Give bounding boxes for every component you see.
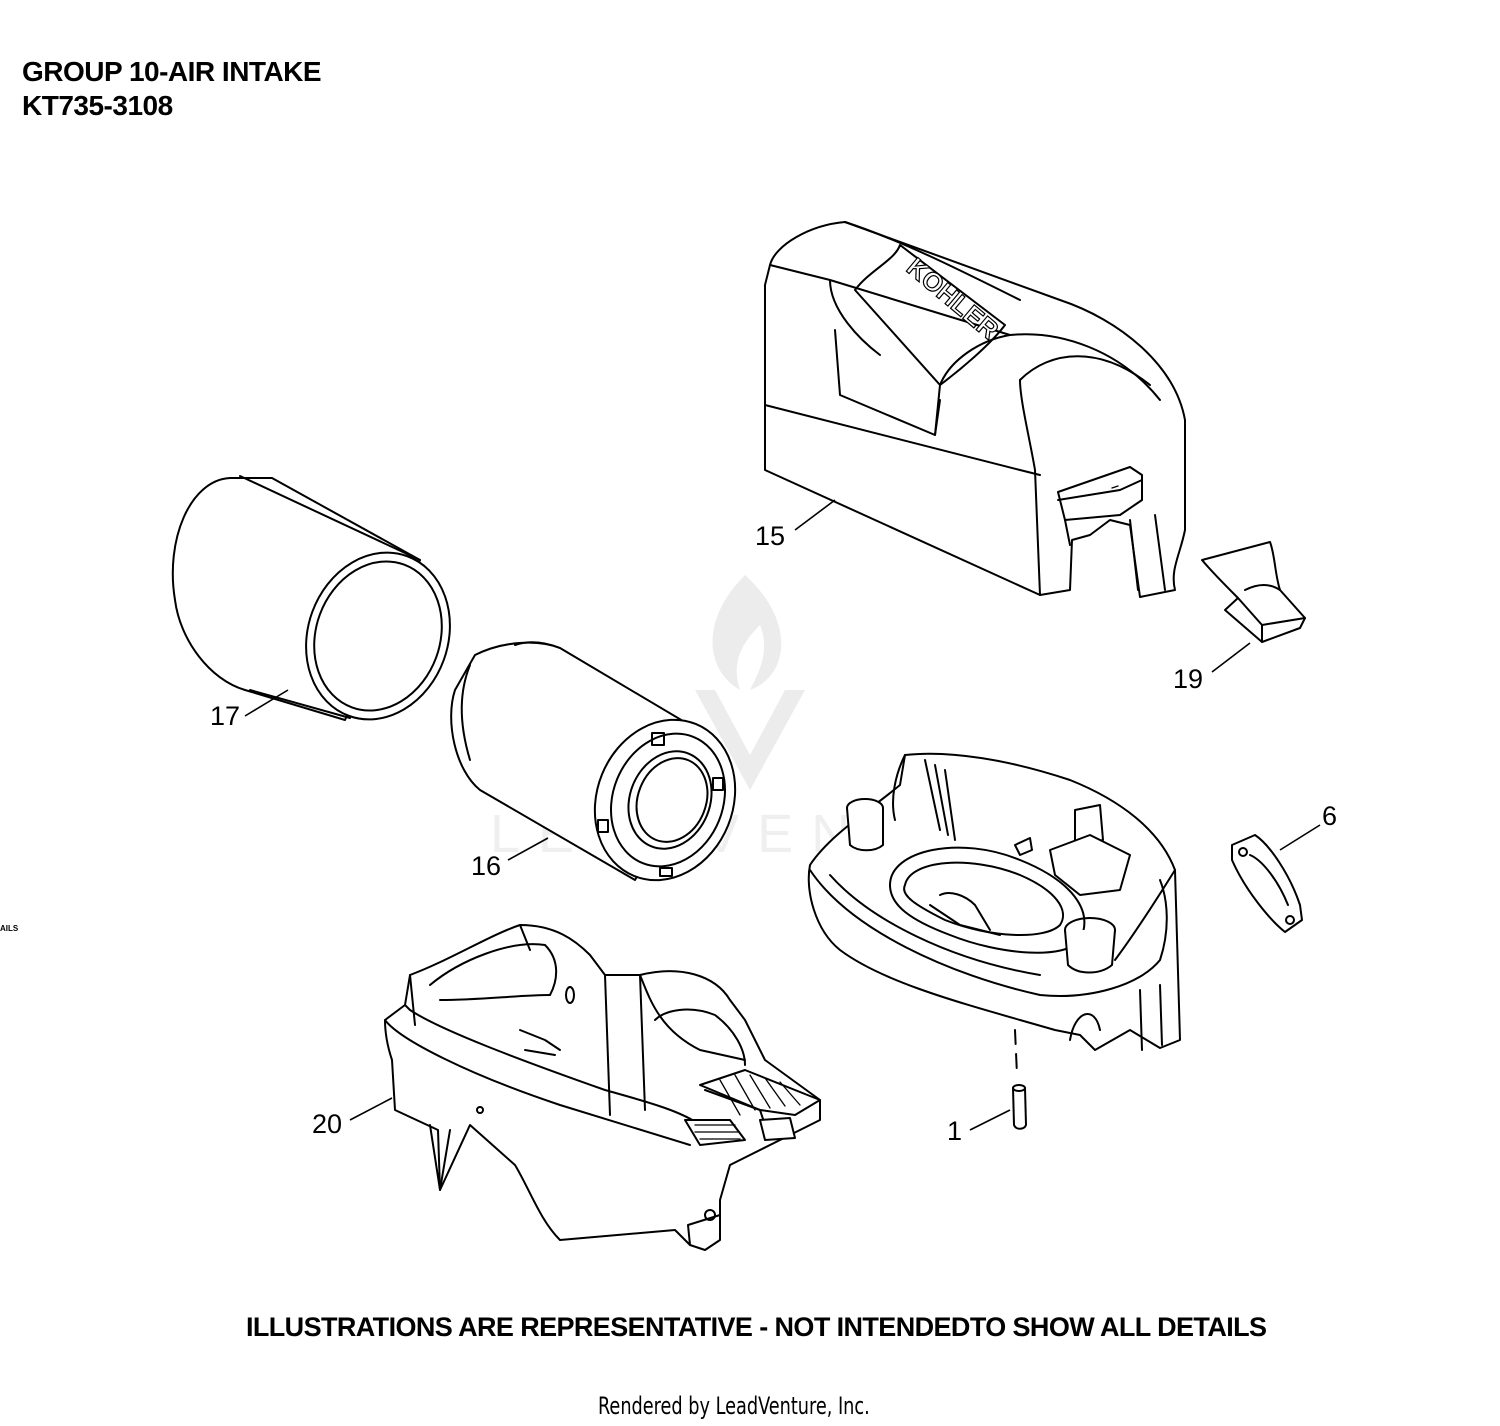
leader-1 (969, 1109, 1011, 1131)
render-credit: Rendered by LeadVenture, Inc. (598, 1392, 870, 1420)
callout-15: 15 (755, 521, 785, 551)
part-air-cleaner-base-assembly[interactable] (807, 752, 1181, 1051)
disclaimer-text: ILLUSTRATIONS ARE REPRESENTATIVE - NOT I… (246, 1312, 1267, 1342)
stray-label: AILS (0, 924, 19, 933)
part-20-air-cleaner-base[interactable] (384, 924, 821, 1251)
part-17-precleaner-sleeve[interactable] (171, 475, 473, 740)
callout-6: 6 (1322, 801, 1337, 831)
part-19-retaining-clip[interactable] (1201, 541, 1306, 643)
leader-16 (507, 837, 549, 861)
part-6-gasket[interactable] (1231, 834, 1303, 933)
leader-15 (794, 499, 836, 531)
leader-20 (349, 1097, 393, 1121)
callout-20: 20 (312, 1109, 342, 1139)
part-16-filter-element[interactable] (450, 641, 759, 901)
callout-17: 17 (210, 701, 240, 731)
part-15-air-cleaner-cover[interactable]: KOHLER (764, 221, 1186, 598)
leader-17 (244, 689, 289, 717)
callout-1: 1 (947, 1116, 962, 1146)
model-number: KT735-3108 (22, 90, 173, 121)
callout-16: 16 (471, 851, 501, 881)
group-title: GROUP 10-AIR INTAKE (22, 56, 322, 87)
callout-19: 19 (1173, 664, 1203, 694)
diagram-header: GROUP 10-AIR INTAKE KT735-3108 (22, 55, 322, 123)
part-1-pin[interactable] (1012, 1029, 1027, 1130)
leader-6 (1279, 824, 1321, 851)
leader-19 (1211, 642, 1251, 673)
